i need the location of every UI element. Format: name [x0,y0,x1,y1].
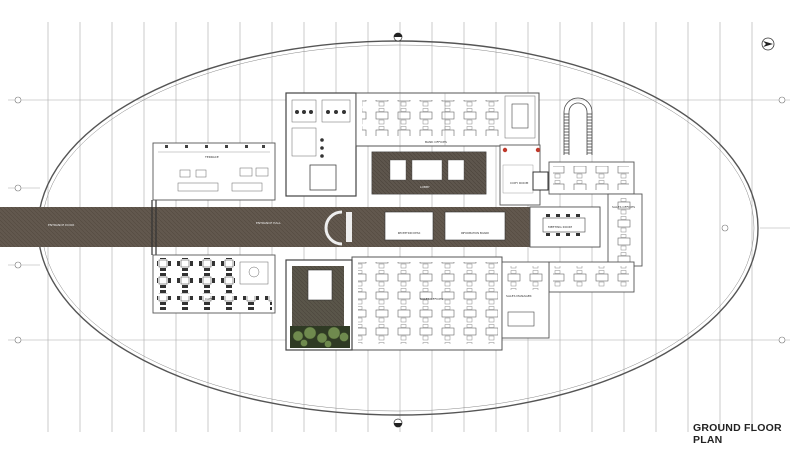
main-hall-strip [0,200,601,255]
section-marker-icon [393,32,403,428]
cafe-area [152,254,276,314]
room-label-entrance: ENTRANCE DOOR [48,223,74,227]
drawing-title: GROUND FLOOR PLAN [693,422,782,446]
courtyard-atrium [285,259,353,351]
terrace-area [152,142,276,201]
room-label-sales-offices-2: SALES OFFICES [420,297,443,301]
room-label-sales-manager: SALES MANAGER [506,294,532,298]
room-label-terrace: TERRACE [204,155,219,159]
east-wing [499,144,643,293]
room-label-lobby: LOBBY [420,185,430,189]
room-label-cafe: CAFE [205,297,213,301]
room-label-sales-offices: SALES OFFICES [612,205,635,209]
room-label-copy-room: COPY ROOM [510,181,529,185]
lobby-area [371,151,487,195]
hall-panels: RECEPTION DESK INFORMATION BOARD [324,210,506,246]
panel-right-label: INFORMATION BOARD [461,231,489,235]
north-arrow-icon [761,37,775,51]
spiral-staircase [563,97,593,155]
service-core-top [285,92,357,197]
sales-offices-area [351,256,550,351]
room-labels: ENTRANCE DOOR TERRACE CAFE ENTRANCE HALL… [48,140,635,301]
bank-offices-area [355,92,540,147]
room-label-bank-offices: BANK OFFICES [425,140,447,144]
room-label-meeting-room: MEETING ROOM [548,225,572,229]
panel-left-label: RECEPTION DESK [398,231,421,235]
room-label-entrance-hall: ENTRANCE HALL [256,221,281,225]
